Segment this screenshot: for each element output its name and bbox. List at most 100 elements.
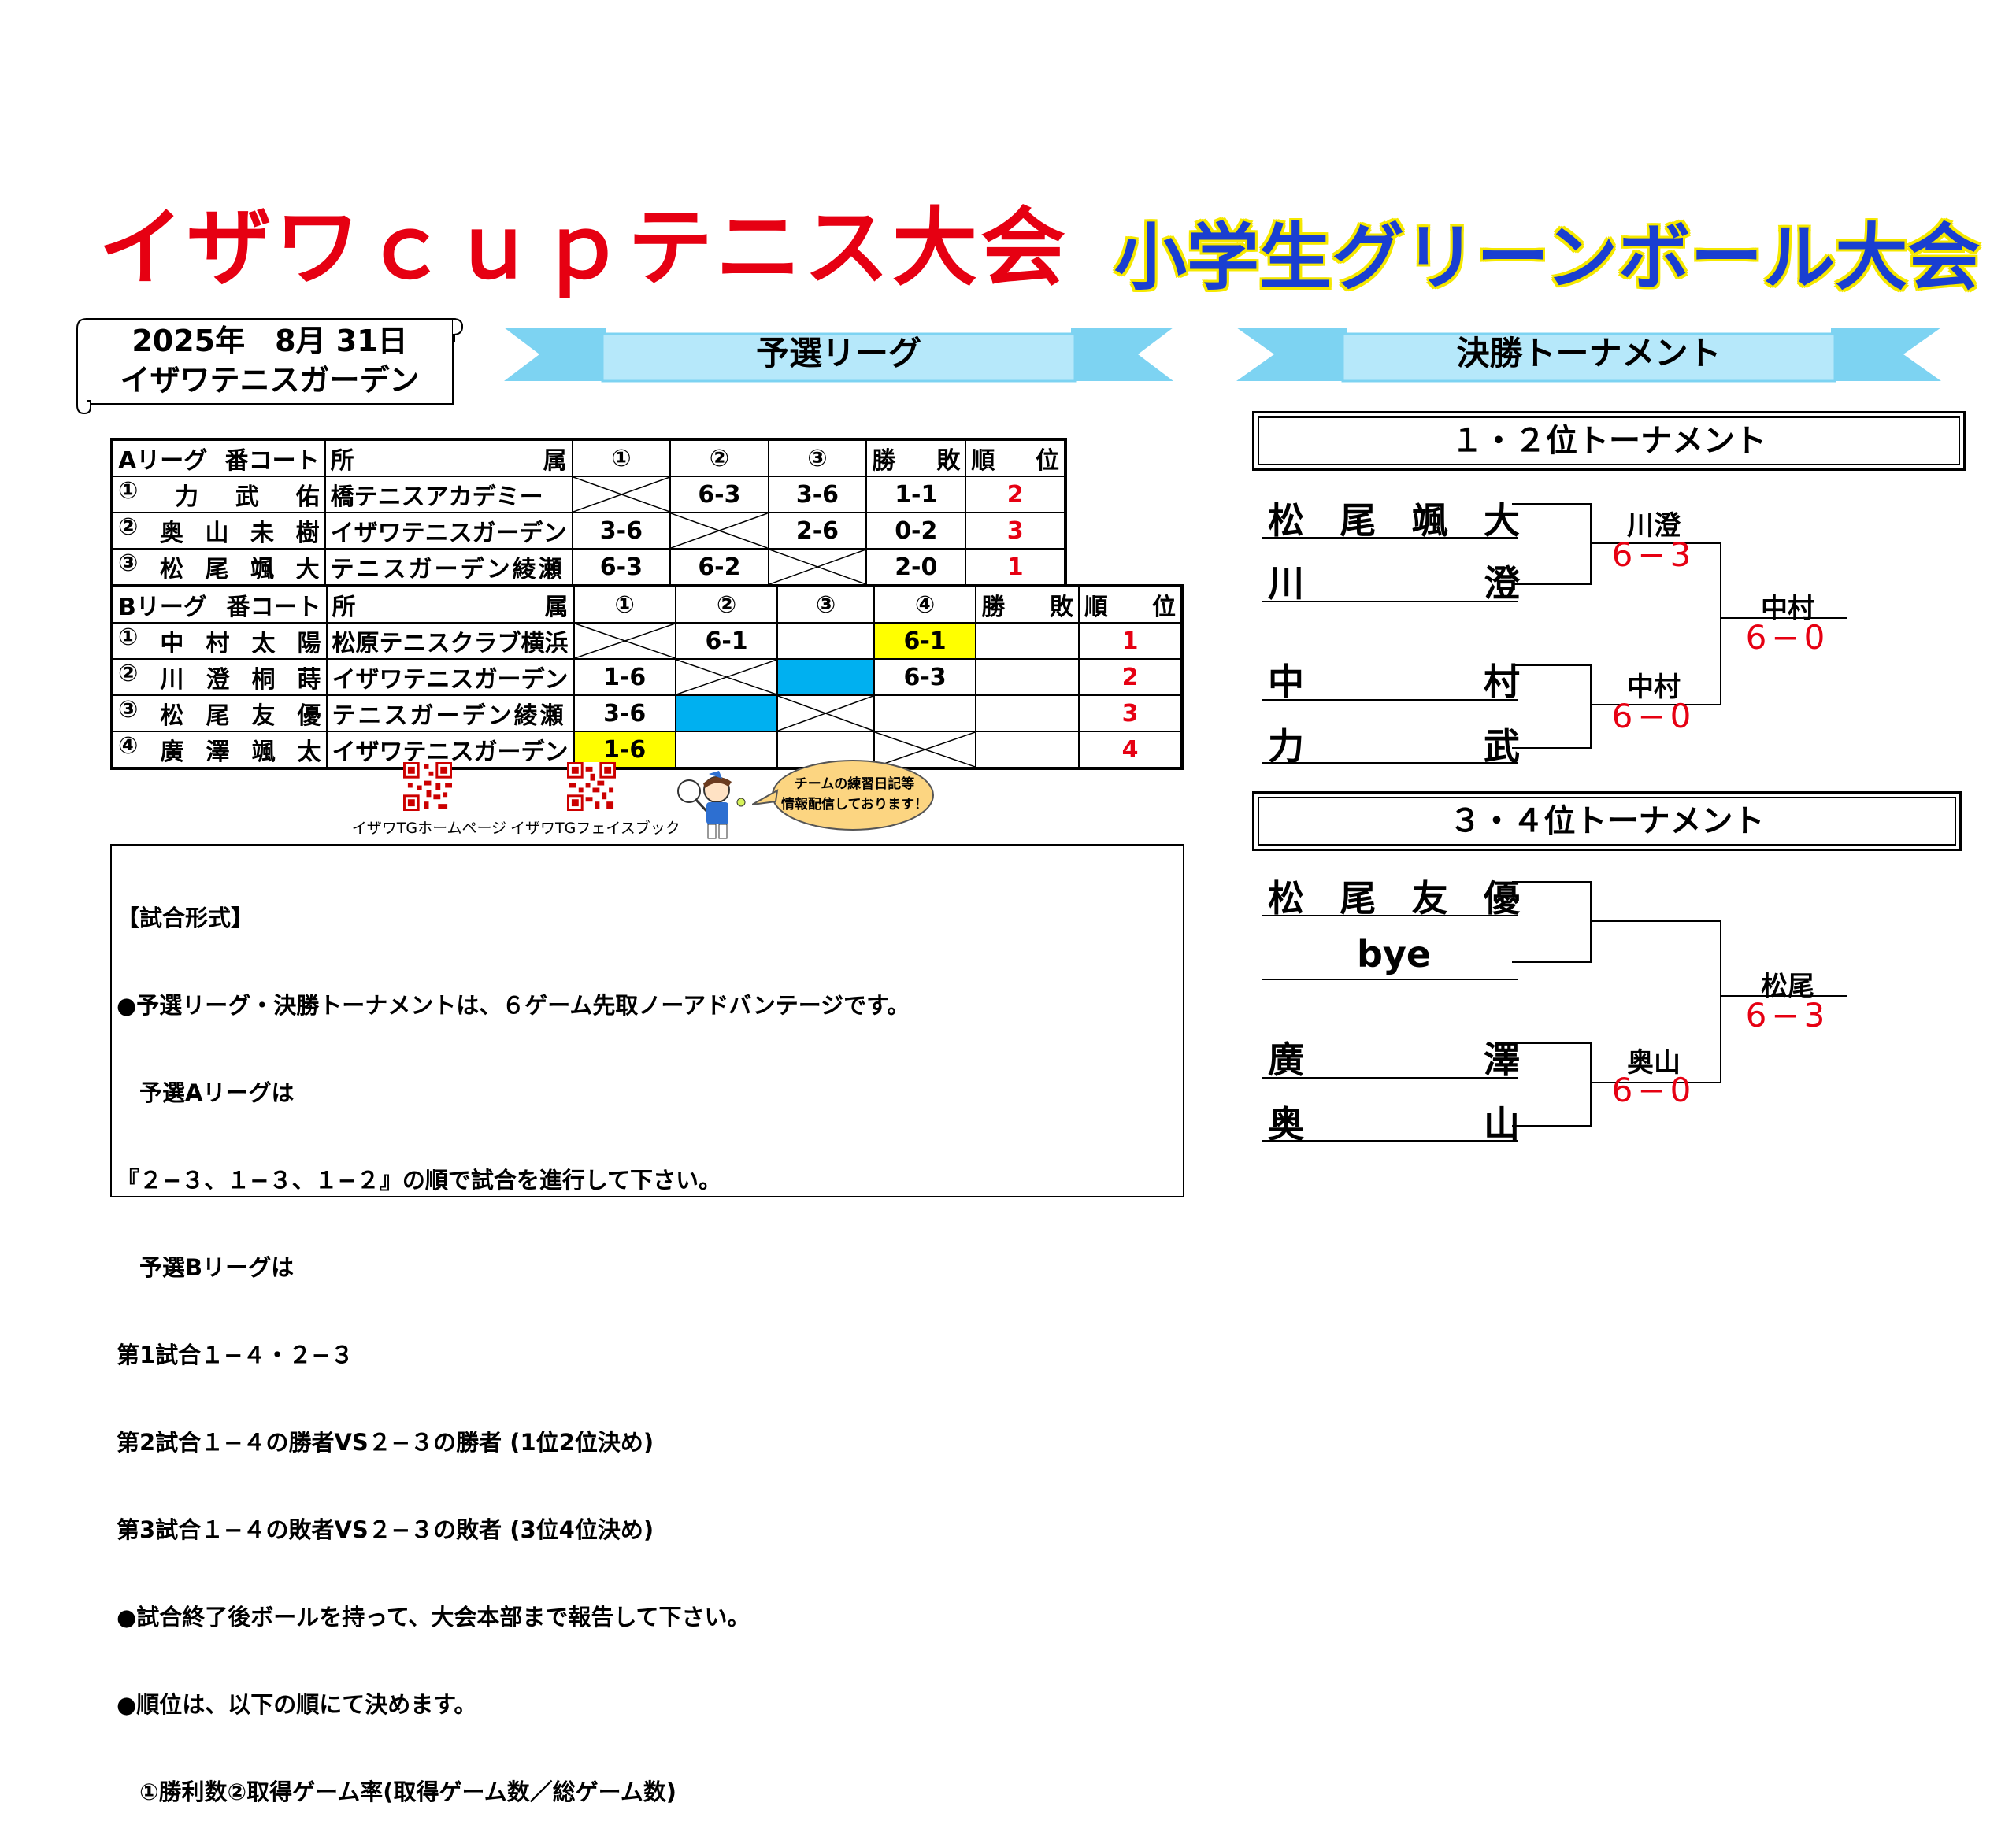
player-name-char: 颯 <box>250 556 275 583</box>
qr-code-icon[interactable] <box>403 762 452 811</box>
player-affiliation: 松原テニスクラブ横浜 <box>325 622 575 660</box>
win-loss-cell <box>975 731 1080 769</box>
player-name-char: 村 <box>206 630 230 657</box>
rank-header-1: 順 <box>971 447 995 475</box>
player-name-char: 松 <box>1268 499 1304 542</box>
bracket-player: 廣澤 <box>1268 1031 1520 1083</box>
win-loss-cell: 0-2 <box>865 512 967 550</box>
bracket-line <box>1262 537 1518 539</box>
col-header-2: ② <box>669 439 769 477</box>
bracket-34-lines <box>1512 881 1847 1127</box>
self-cell <box>776 694 875 732</box>
homepage-link[interactable]: イザワTGホームページ <box>351 820 507 837</box>
rank-cell: 4 <box>1078 731 1183 769</box>
player-name-char: 川 <box>1268 562 1304 605</box>
rank-cell: 1 <box>1078 622 1183 660</box>
rules-line: 『２−３、１−３、１−２』の順で試合を進行して下さい。 <box>117 1167 722 1194</box>
prelim-banner: 予選リーグ <box>755 334 921 372</box>
player-name-char: 大 <box>1483 499 1520 542</box>
player-name-char: 澄 <box>206 666 230 694</box>
score-cell <box>776 658 875 696</box>
player-name-char: 澤 <box>206 738 230 766</box>
league-a-label: Aリーグ <box>118 447 208 475</box>
score-cell: 1-6 <box>573 658 676 696</box>
col-header-1: ① <box>573 585 676 624</box>
player-name-char: 尾 <box>1340 499 1377 542</box>
qr-code-icon[interactable] <box>567 762 616 811</box>
affil-header-2: 属 <box>544 594 569 621</box>
player-name-char: 優 <box>297 702 321 730</box>
player-name-char: 廣 <box>160 738 184 766</box>
tournament-12-title: １・２位トーナメント <box>1252 411 1966 471</box>
score-cell: 6-1 <box>873 622 977 660</box>
player-affiliation: テニスガーデン綾瀬 <box>325 694 575 732</box>
score-cell: 3-6 <box>767 476 868 513</box>
bubble-line-2: 情報配信しております！ <box>781 797 928 813</box>
player-no: ③ <box>118 550 139 577</box>
score-cell <box>873 694 977 732</box>
player-name-char: 松 <box>159 556 183 583</box>
player-no: ④ <box>118 732 139 760</box>
player-name-char: 蒔 <box>297 666 321 694</box>
player-no: ② <box>118 513 139 541</box>
final-winner: 中村 <box>1761 593 1814 624</box>
player-name-char: 友 <box>251 702 276 730</box>
self-cell <box>571 476 672 513</box>
score-cell: 3-6 <box>571 512 672 550</box>
rank-cell: 2 <box>965 476 1066 513</box>
main-title: イザワｃｕｐテニス大会 <box>98 199 1069 298</box>
bracket-line <box>1262 601 1518 602</box>
player-no: ② <box>118 660 139 687</box>
rules-line: 第3試合１−４の敗者VS２−３の敗者 (3位4位決め) <box>117 1516 654 1543</box>
player-name-char: 武 <box>235 483 259 511</box>
bracket-12-lines <box>1512 503 1847 749</box>
player-name-char: 颯 <box>251 738 276 766</box>
player-name-char: 尾 <box>1340 877 1377 920</box>
score-cell: 3-6 <box>573 694 676 732</box>
player-name-char: 中 <box>160 630 184 657</box>
court-label: 番コート <box>224 447 320 475</box>
league-b-header: Bリーグ番コート 所属 ① ② ③ ④ 勝敗 順位 <box>111 585 1183 624</box>
bracket-line <box>1262 979 1518 980</box>
player-no: ① <box>118 624 139 651</box>
date-venue: 2025年 8月 31日 イザワテニスガーデン <box>75 321 465 400</box>
col-header-3: ③ <box>776 585 875 624</box>
semi2-winner: 中村 <box>1627 672 1681 703</box>
rules-line: 第1試合１−４・２−３ <box>117 1342 354 1368</box>
rules-line: ①勝利数②取得ゲーム率(取得ゲーム数／総ゲーム数) <box>117 1779 677 1805</box>
win-header: 勝 <box>981 594 1006 621</box>
event-date: 2025年 8月 31日 <box>132 324 408 358</box>
rules-line: ●試合終了後ボールを持って、大会本部まで報告して下さい。 <box>117 1604 750 1631</box>
rules-box <box>110 844 1184 1197</box>
player-name-char: 村 <box>1484 661 1520 703</box>
affil-header-2: 属 <box>543 447 567 475</box>
final-winner: 松尾 <box>1761 971 1814 1002</box>
bracket-player: 力武 <box>1268 718 1520 770</box>
player-name-char: 尾 <box>206 702 230 730</box>
rank-cell: 3 <box>1078 694 1183 732</box>
rank-cell: 2 <box>1078 658 1183 696</box>
self-cell <box>873 731 977 769</box>
player-name-char: 優 <box>1483 877 1520 920</box>
prelim-banner-ribbon <box>504 328 1173 383</box>
speech-bubble-text: チームの練習日記等 情報配信しております！ <box>780 774 929 815</box>
win-header: 勝 <box>872 447 896 475</box>
bracket-player: 奥山 <box>1268 1096 1520 1148</box>
player-affiliation: イザワテニスガーデン <box>324 512 573 550</box>
rules-line: ●予選リーグ・決勝トーナメントは、６ゲーム先取ノーアドバンテージです。 <box>117 992 910 1019</box>
score-cell: 6-3 <box>669 476 769 513</box>
player-name-char: 太 <box>297 738 321 766</box>
facebook-link[interactable]: イザワTGフェイスブック <box>510 820 680 837</box>
score-cell: 6-3 <box>873 658 977 696</box>
semi2-score: 6−0 <box>1611 697 1696 735</box>
player-name-char: 尾 <box>205 556 229 583</box>
rank-cell: 1 <box>965 548 1066 587</box>
loss-header: 敗 <box>1050 594 1073 621</box>
